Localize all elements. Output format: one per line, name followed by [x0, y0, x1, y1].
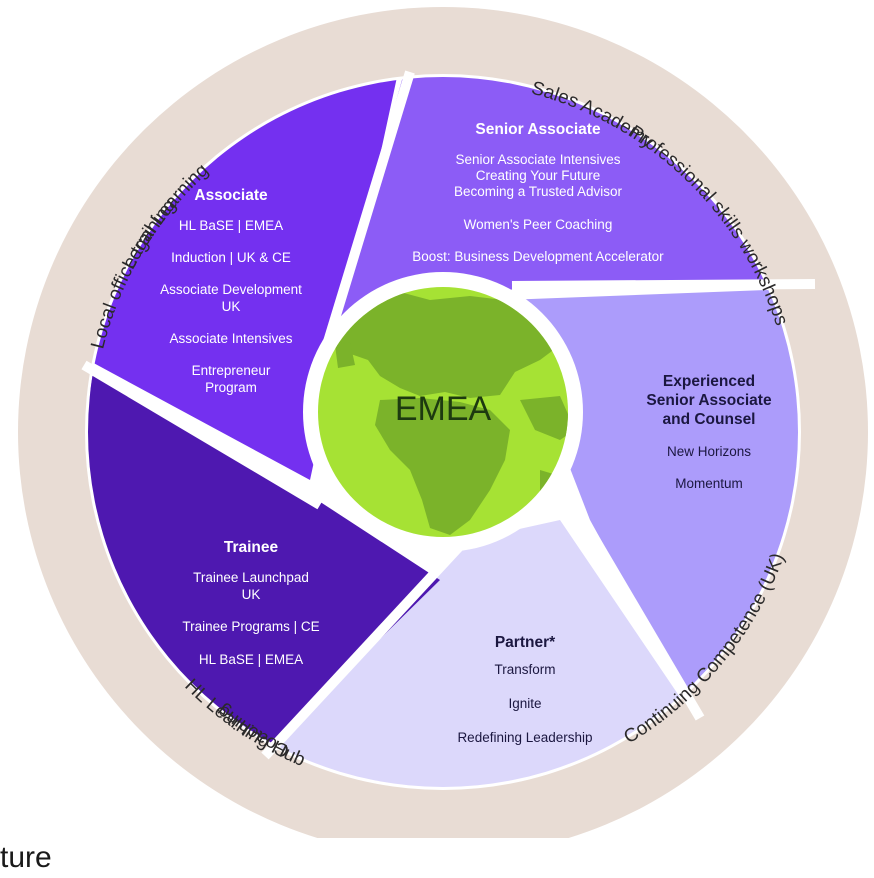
trainee-item: HL BaSE | EMEA [199, 652, 303, 667]
trainee-content: Trainee Trainee Launchpad UK Trainee Pro… [182, 539, 319, 667]
trainee-item: Trainee Launchpad [193, 570, 309, 585]
senior-associate-content: Senior Associate Senior Associate Intens… [412, 121, 664, 264]
partner-content: Partner* Transform Ignite Redefining Lea… [457, 634, 592, 745]
experienced-content: Experienced Senior Associate and Counsel… [646, 373, 772, 491]
senior-associate-item: Boost: Business Development Accelerator [412, 249, 664, 264]
associate-title: Associate [194, 187, 268, 204]
partner-item: Redefining Leadership [457, 730, 592, 745]
senior-associate-item: Creating Your Future [476, 168, 601, 183]
associate-item: Associate Intensives [169, 331, 292, 346]
associate-item: Induction | UK & CE [171, 250, 291, 265]
trainee-title: Trainee [224, 539, 279, 556]
segment-separators [81, 70, 816, 760]
footer-heading: ture [0, 841, 52, 874]
experienced-title: and Counsel [662, 411, 755, 428]
senior-associate-title: Senior Associate [475, 121, 601, 138]
experienced-title: Experienced [663, 373, 755, 390]
associate-item: Entrepreneur [192, 363, 271, 378]
experienced-item: Momentum [675, 476, 743, 491]
partner-item: Transform [494, 662, 555, 677]
experienced-item: New Horizons [667, 444, 751, 459]
associate-item: Program [205, 380, 257, 395]
trainee-item: UK [242, 587, 261, 602]
center-label: EMEA [395, 390, 492, 428]
senior-associate-item: Senior Associate Intensives [455, 152, 620, 167]
partner-item: Ignite [508, 696, 541, 711]
trainee-item: Trainee Programs | CE [182, 619, 319, 634]
senior-associate-item: Becoming a Trusted Advisor [454, 184, 623, 199]
senior-associate-item: Women's Peer Coaching [464, 217, 613, 232]
associate-item: Associate Development [160, 282, 302, 297]
career-development-wheel: EMEA Legal Learning Sales Academy Profes… [18, 7, 868, 838]
experienced-title: Senior Associate [646, 392, 772, 409]
associate-item: UK [222, 299, 241, 314]
associate-content: Associate HL BaSE | EMEA Induction | UK … [160, 187, 302, 395]
associate-item: HL BaSE | EMEA [179, 218, 283, 233]
partner-title: Partner* [495, 634, 556, 651]
